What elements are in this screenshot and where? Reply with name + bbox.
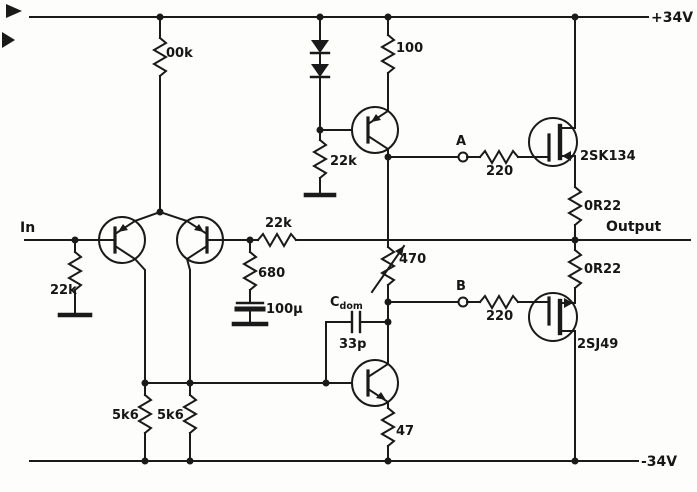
label-2sj49: 2SJ49	[577, 337, 618, 352]
resistor-load-left-5k6	[133, 257, 153, 462]
label-r-0r22-bottom: 0R22	[584, 262, 621, 277]
node-b-wire	[387, 294, 550, 310]
label-vplus: +34V	[651, 10, 693, 26]
label-output: Output	[606, 219, 662, 235]
label-r-220-a: 220	[486, 164, 513, 179]
label-input: In	[20, 220, 35, 236]
scan-artifact-marks	[2, 4, 22, 48]
diff-pair-tail-wires	[133, 210, 189, 223]
diff-pair-right-transistor	[176, 216, 224, 264]
label-vminus: -34V	[641, 454, 677, 470]
power-rails	[29, 16, 649, 462]
label-r-input: 22k	[50, 283, 77, 298]
label-cdom-value: 33p	[339, 337, 366, 352]
resistor-source-bottom-0r22	[567, 248, 583, 304]
label-r-tail: 00k	[166, 46, 193, 61]
capacitor-feedback-100u	[231, 301, 269, 327]
node-a-wire	[387, 149, 550, 165]
label-r-470: 470	[399, 252, 426, 267]
label-2sk134: 2SK134	[580, 149, 636, 164]
label-r-0r22-top: 0R22	[584, 199, 621, 214]
label-node-b: B	[456, 279, 466, 294]
junction-dots	[71, 13, 579, 465]
resistor-feedback-22k	[222, 232, 298, 248]
current-source-transistor	[351, 106, 399, 154]
label-r-100: 100	[396, 41, 423, 56]
label-r-bias: 22k	[330, 154, 357, 169]
label-r-load-right: 5k6	[157, 408, 184, 423]
resistor-tail-00k	[152, 16, 168, 213]
label-r-feedback: 22k	[265, 216, 292, 231]
label-r-load-left: 5k6	[112, 408, 139, 423]
label-cdom: Cdom	[330, 295, 363, 312]
label-node-a: A	[456, 134, 466, 149]
label-r-680: 680	[258, 266, 285, 281]
resistor-load-right-5k6	[182, 257, 198, 462]
capacitor-cdom-33p	[325, 310, 389, 384]
resistor-vas-emitter-47	[380, 401, 396, 462]
label-r-220-b: 220	[486, 309, 513, 324]
bias-diode-1	[309, 16, 331, 55]
mosfet-2sk134	[528, 16, 578, 167]
resistor-source-top-0r22	[567, 155, 583, 251]
resistor-bias-22k	[303, 138, 337, 198]
label-r-47: 47	[396, 424, 414, 439]
resistor-input-22k	[57, 239, 93, 318]
vas-transistor	[351, 359, 399, 407]
resistor-cs-emitter-100	[380, 16, 396, 112]
resistor-feedback-shunt-680	[242, 239, 258, 304]
diff-pair-left-transistor	[98, 216, 146, 264]
mosfet-2sj49	[528, 292, 578, 462]
label-c-100u: 100µ	[266, 302, 303, 317]
